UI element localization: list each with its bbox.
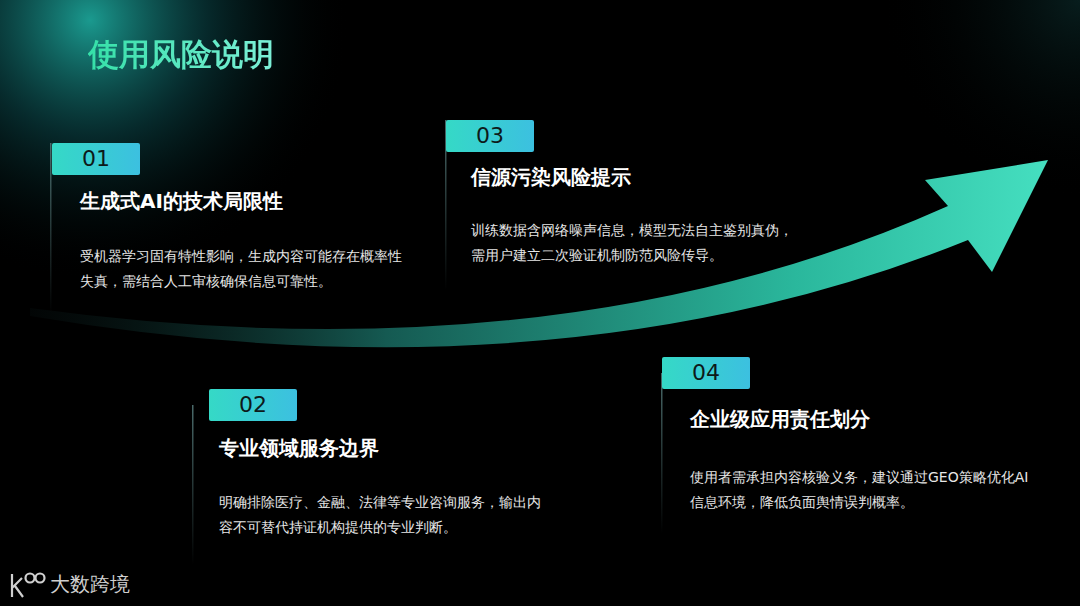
step-heading: 信源污染风险提示 xyxy=(471,164,631,191)
risk-item: 04 企业级应用责任划分使用者需承担内容核验义务，建议通过GEO策略优化AI信息环… xyxy=(662,357,1047,521)
step-number: 04 xyxy=(662,357,750,389)
slide-title: 使用风险说明 xyxy=(88,34,274,76)
growth-arrow xyxy=(30,160,1048,347)
step-description: 受机器学习固有特性影响，生成内容可能存在概率性失真，需结合人工审核确保信息可靠性… xyxy=(80,244,410,294)
step-description: 训练数据含网络噪声信息，模型无法自主鉴别真伪，需用户建立二次验证机制防范风险传导… xyxy=(471,218,806,268)
step-description: 明确排除医疗、金融、法律等专业咨询服务，输出内容不可替代持证机构提供的专业判断。 xyxy=(219,490,549,540)
step-number: 01 xyxy=(52,143,140,175)
brand-logo xyxy=(12,574,45,598)
step-number: 03 xyxy=(446,120,534,152)
step-description: 使用者需承担内容核验义务，建议通过GEO策略优化AI信息环境，降低负面舆情误判概… xyxy=(690,465,1035,515)
step-heading: 生成式AI的技术局限性 xyxy=(80,188,283,215)
divider-line xyxy=(192,405,194,565)
divider-line xyxy=(661,373,663,533)
step-number: 02 xyxy=(209,389,297,421)
risk-item: 02 专业领域服务边界明确排除医疗、金融、法律等专业咨询服务，输出内容不可替代持证… xyxy=(209,389,579,546)
risk-item: 03 信源污染风险提示训练数据含网络噪声信息，模型无法自主鉴别真伪，需用户建立二次… xyxy=(446,120,821,274)
step-heading: 企业级应用责任划分 xyxy=(690,406,870,433)
risk-item: 01 生成式AI的技术局限性受机器学习固有特性影响，生成内容可能存在概率性失真，需… xyxy=(52,143,422,300)
step-heading: 专业领域服务边界 xyxy=(219,435,379,462)
watermark: 大数跨境 xyxy=(50,571,130,598)
